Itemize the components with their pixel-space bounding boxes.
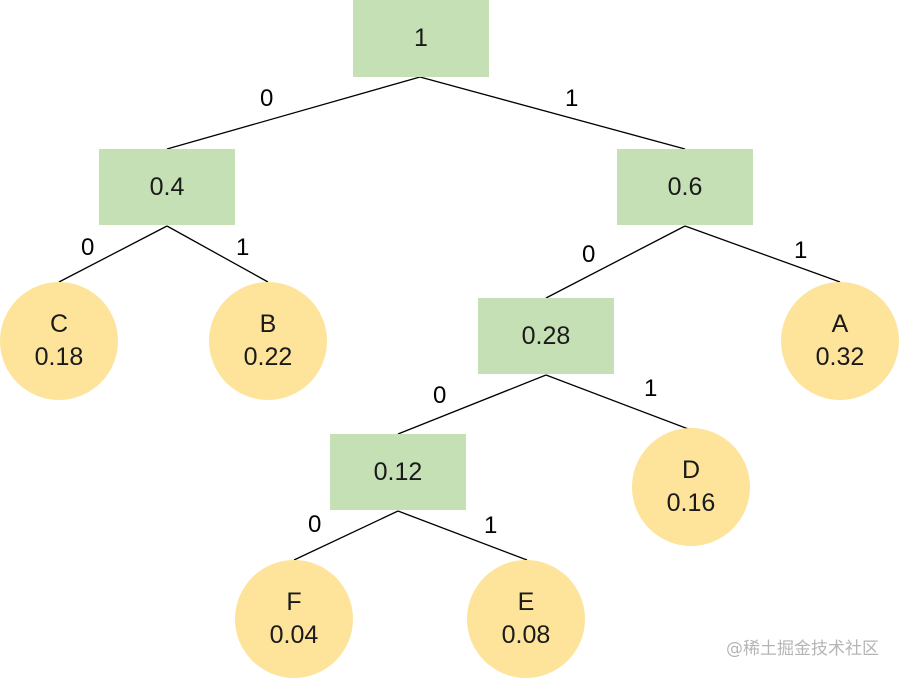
leaf-e-name: E [517,588,535,616]
edge-label-root-left: 0 [260,85,274,112]
edge-06-left [545,225,686,299]
edge-root-right [419,76,686,150]
leaf-a: A 0.32 [781,282,899,400]
node-0-4: 0.4 [99,149,235,225]
edge-label-root-right: 1 [565,85,579,112]
edge-028-right [545,374,692,431]
leaf-b-name: B [259,310,277,338]
node-0-28: 0.28 [478,298,614,374]
leaf-c: C 0.18 [0,282,118,400]
edge-012-left [293,510,399,561]
node-root: 1 [353,0,489,77]
edge-04-left [58,225,168,283]
edge-label-012-right: 1 [484,512,498,539]
node-root-label: 1 [414,24,428,52]
node-0-4-label: 0.4 [149,172,185,201]
node-0-12: 0.12 [330,434,466,510]
leaf-e-value: 0.08 [501,621,551,649]
edge-06-right [684,225,841,283]
edge-label-04-right: 1 [236,234,250,261]
edge-label-028-right: 1 [644,375,658,402]
node-0-6-label: 0.6 [667,172,703,201]
edge-04-right [166,225,269,283]
leaf-a-name: A [831,310,849,338]
edge-label-012-left: 0 [308,511,322,538]
edge-root-left [166,76,421,150]
leaf-c-value: 0.18 [34,343,84,371]
leaf-c-name: C [49,310,69,338]
leaf-f-value: 0.04 [269,621,319,649]
leaf-f-name: F [286,588,302,616]
leaf-f: F 0.04 [235,560,353,678]
edge-label-028-left: 0 [433,382,447,409]
leaf-b: B 0.22 [209,282,327,400]
node-0-12-label: 0.12 [373,457,423,486]
leaf-a-value: 0.32 [815,343,865,371]
edge-028-left [397,374,547,435]
watermark: @稀土掘金技术社区 [726,639,879,659]
edge-label-06-left: 0 [582,241,596,268]
edge-label-06-right: 1 [794,237,808,264]
leaf-e: E 0.08 [467,560,585,678]
leaf-d-value: 0.16 [666,489,716,517]
leaf-d: D 0.16 [632,428,750,546]
leaf-d-name: D [681,456,701,484]
leaf-b-value: 0.22 [243,343,293,371]
node-0-28-label: 0.28 [521,321,571,350]
node-0-6: 0.6 [617,149,753,225]
edge-label-04-left: 0 [81,234,95,261]
edge-012-right [397,510,528,561]
